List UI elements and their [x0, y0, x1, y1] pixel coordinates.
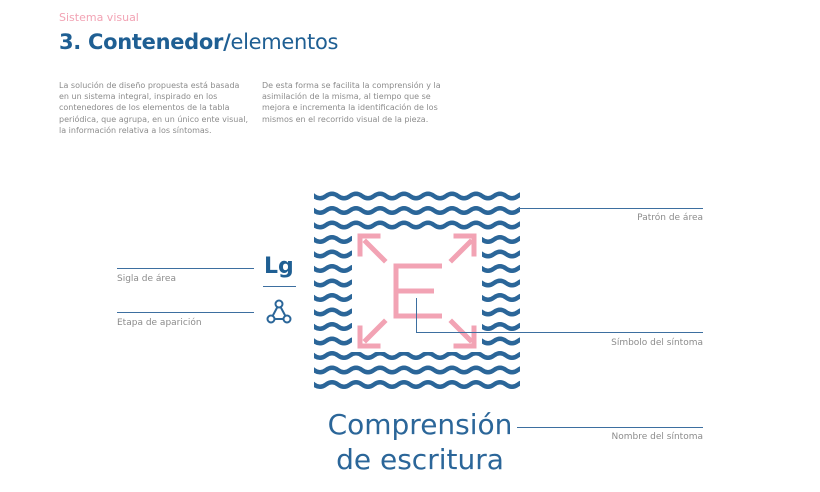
symbol-letter-e	[393, 263, 442, 319]
simbolo-leader-line	[416, 332, 703, 333]
wave-line	[314, 365, 520, 375]
wave-line	[314, 191, 520, 201]
nombre-leader-line	[517, 427, 703, 428]
title-bold: 3. Contenedor/	[59, 30, 231, 54]
etapa-aparicion-label: Etapa de aparición	[117, 318, 202, 328]
title-light: elementos	[230, 30, 339, 54]
patron-leader-line	[517, 208, 703, 209]
section-kicker: Sistema visual	[59, 11, 139, 24]
wave-line	[314, 220, 520, 230]
paragraph-right: De esta forma se facilita la comprensión…	[262, 81, 441, 124]
molecule-triangle-icon	[266, 299, 292, 324]
sigla-leader-line	[117, 268, 254, 269]
paragraph-left: La solución de diseño propuesta está bas…	[59, 81, 248, 135]
wave-line	[314, 206, 520, 215]
abbreviation-underline	[263, 286, 296, 287]
simbolo-leader-vertical	[416, 298, 417, 332]
expand-arrows-icon	[357, 233, 477, 349]
symptom-name-line2: de escritura	[336, 443, 504, 476]
sigla-area-label: Sigla de área	[117, 274, 176, 284]
area-abbreviation: Lg	[264, 254, 294, 279]
simbolo-sintoma-label: Símbolo del síntoma	[611, 338, 703, 348]
symptom-name-line1: Comprensión	[327, 408, 513, 441]
wave-line	[314, 380, 520, 389]
patron-area-label: Patrón de área	[637, 213, 703, 223]
wave-line	[314, 351, 520, 360]
nombre-sintoma-label: Nombre del síntoma	[611, 432, 703, 442]
page-title: 3. Contenedor/elementos	[59, 30, 338, 54]
etapa-leader-line	[117, 312, 254, 313]
symptom-container: E	[314, 191, 520, 389]
